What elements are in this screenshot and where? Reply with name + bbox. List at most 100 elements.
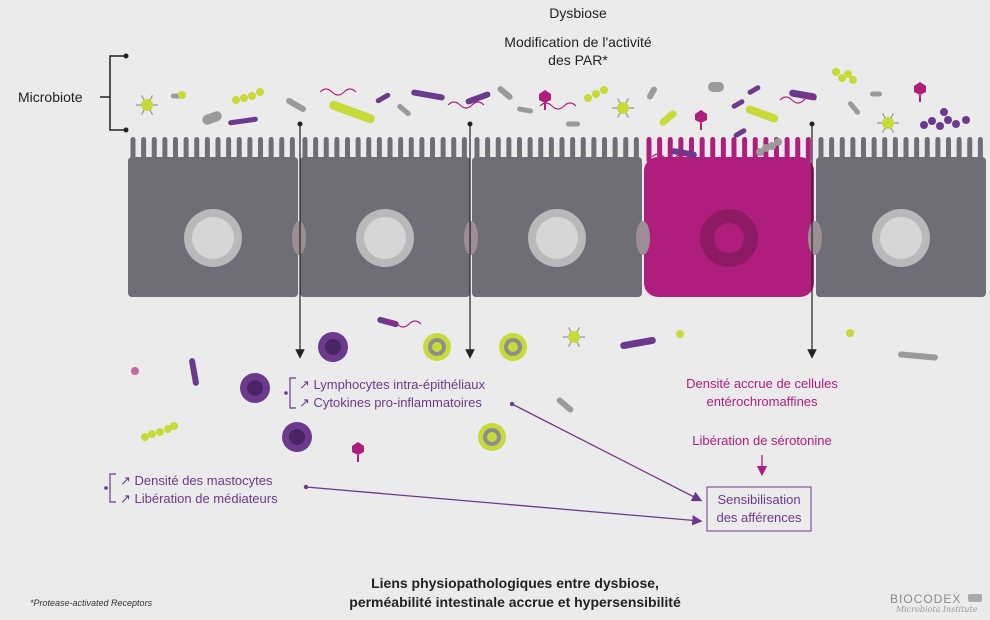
virus-icon: [617, 102, 629, 114]
microvillus: [720, 137, 726, 163]
ec-line1: Densité accrue de cellules: [686, 376, 838, 391]
coccus-bacterium: [928, 117, 936, 125]
rod-bacterium: [671, 148, 697, 158]
rod-bacterium: [517, 106, 533, 114]
microvillus: [204, 137, 210, 163]
microvillus: [279, 137, 285, 163]
immune-bracket: [284, 377, 296, 409]
footnote: *Protease-activated Receptors: [30, 598, 153, 608]
flagellum: [779, 96, 817, 104]
microvillus: [602, 137, 607, 163]
microvillus: [258, 137, 263, 163]
biocodex-logo: BIOCODEX Microbiota Institute: [890, 592, 985, 618]
tight-junction: [636, 221, 650, 255]
microvillus: [387, 137, 393, 163]
immune-line2: ↗ Cytokines pro-inflammatoires: [299, 395, 482, 410]
footer-title-line1: Liens physiopathologiques entre dysbiose…: [371, 575, 659, 591]
microvillus: [376, 137, 382, 163]
microvillus: [419, 137, 425, 163]
mast-bracket: [104, 473, 116, 503]
microvillus: [559, 137, 565, 163]
rod-bacterium: [747, 85, 761, 95]
microvillus: [839, 137, 845, 163]
coccus-bacterium: [141, 433, 149, 441]
coccus-bacterium: [920, 121, 928, 129]
microvillus: [861, 137, 866, 163]
bacteriophage-icon: [352, 442, 364, 455]
microvillus: [829, 137, 835, 163]
coccus-bacterium: [676, 330, 684, 338]
coccus-bacterium: [170, 422, 178, 430]
rod-bacterium: [731, 99, 745, 109]
microvillus: [194, 137, 200, 163]
microvillus: [334, 137, 340, 163]
logo-brand: BIOCODEX: [890, 592, 962, 606]
microvillus: [313, 137, 319, 163]
coccus-bacterium: [756, 148, 764, 156]
ec-line2: entérochromaffines: [706, 394, 818, 409]
lymphocyte-cell-2: [240, 373, 270, 403]
coccus-bacterium: [952, 120, 960, 128]
sensibilisation-line2: des afférences: [716, 510, 802, 525]
cell-nucleolus: [192, 217, 234, 259]
sensibilisation-line1: Sensibilisation: [717, 492, 801, 507]
microvillus: [646, 137, 652, 163]
flagellum: [539, 102, 577, 110]
tight-junction: [464, 221, 478, 255]
microvillus: [538, 137, 544, 163]
microvillus: [162, 137, 168, 163]
microvillus: [623, 137, 629, 163]
microbiote-bracket: [100, 53, 129, 133]
coccus-bacterium: [148, 430, 156, 438]
microvillus: [451, 137, 457, 163]
rod-bacterium: [847, 101, 861, 115]
microvillus: [548, 137, 554, 163]
microvillus: [818, 137, 824, 163]
logo-tagline: Microbiota Institute: [896, 605, 978, 614]
serotonin-label: Libération de sérotonine: [692, 433, 832, 448]
coccus-bacterium: [592, 90, 600, 98]
rod-bacterium: [556, 397, 574, 413]
virus-icon: [568, 331, 580, 343]
coccus-bacterium: [156, 428, 164, 436]
microvillus: [570, 137, 576, 163]
rod-bacterium: [789, 89, 817, 101]
microvillus: [355, 137, 361, 163]
rod-bacterium: [745, 105, 779, 123]
coccus-bacterium: [844, 70, 852, 78]
flagellum: [447, 101, 485, 109]
microvillus: [667, 137, 673, 163]
green-cell-2: [499, 333, 527, 361]
rod-bacterium: [286, 98, 306, 112]
microvillus: [151, 137, 157, 163]
rod-bacterium: [659, 110, 677, 126]
rod-bacterium: [647, 86, 657, 100]
microvillus: [612, 137, 618, 163]
rod-bacterium: [497, 86, 513, 100]
microvillus: [752, 137, 758, 163]
coccus-bacterium: [774, 138, 782, 146]
coccus-bacterium: [838, 74, 846, 82]
microvillus: [345, 137, 350, 163]
coccus-bacterium: [832, 68, 840, 76]
flagellum: [384, 320, 422, 328]
microvillus: [366, 137, 372, 163]
coccus-bacterium: [849, 76, 857, 84]
rod-bacterium: [870, 91, 882, 97]
microvillus: [731, 137, 737, 163]
microvillus: [506, 137, 512, 163]
intestinal-epithelium: [128, 137, 986, 297]
microvillus: [236, 137, 242, 163]
rod-bacterium: [375, 92, 391, 104]
coccus-bacterium: [940, 108, 948, 116]
microvillus: [784, 137, 790, 163]
rod-bacterium: [411, 89, 445, 101]
lymphocyte-cell-1: [318, 332, 348, 362]
coccus-bacterium: [962, 116, 970, 124]
sensibilisation-arrows: [303, 401, 703, 526]
rod-bacterium: [202, 111, 222, 125]
rod-bacterium: [465, 91, 491, 105]
microvillus: [871, 137, 877, 163]
rod-bacterium: [733, 128, 747, 138]
microvillus: [485, 137, 491, 163]
